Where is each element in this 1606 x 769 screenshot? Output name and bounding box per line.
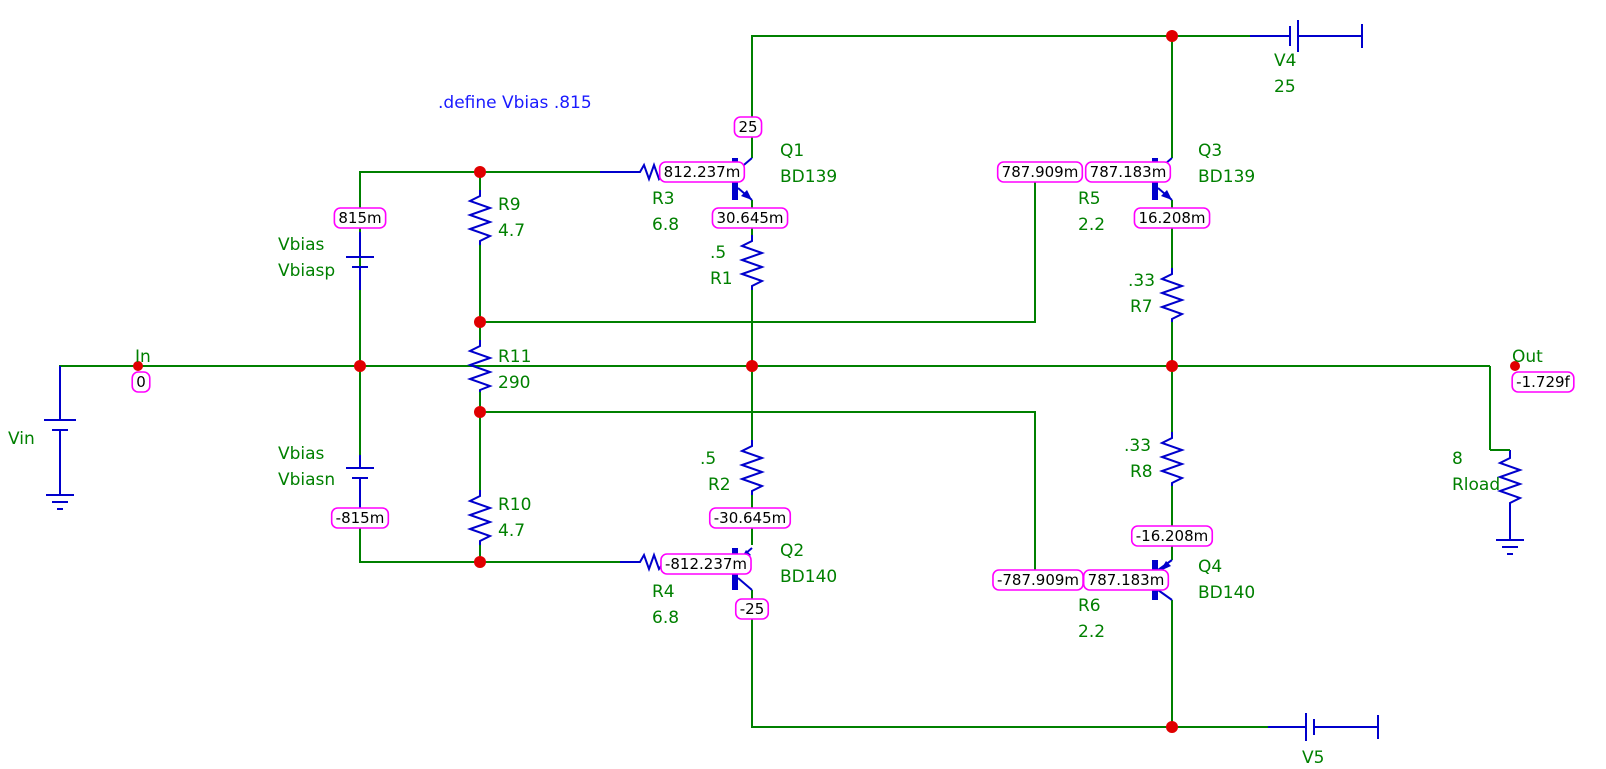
resistor-rload bbox=[1496, 450, 1524, 555]
svg-text:-815m: -815m bbox=[336, 509, 385, 527]
label-r5-value: 2.2 bbox=[1078, 215, 1105, 235]
source-vin bbox=[44, 366, 76, 510]
label-r3-value: 6.8 bbox=[652, 215, 679, 235]
svg-text:0: 0 bbox=[136, 373, 146, 391]
label-r4-ref: R4 bbox=[652, 582, 675, 602]
voltage-flag-q4-base-right: 787.183m bbox=[1082, 569, 1170, 591]
label-r5-ref: R5 bbox=[1078, 189, 1101, 209]
label-r4-value: 6.8 bbox=[652, 608, 679, 628]
voltage-flag-q4-base-left: -787.909m bbox=[992, 569, 1084, 591]
label-r2-value: .5 bbox=[700, 449, 716, 469]
source-vbiasp bbox=[346, 232, 374, 290]
voltage-flag-vbiasn: -815m bbox=[330, 507, 390, 529]
label-v5-ref: V5 bbox=[1302, 748, 1324, 768]
wires bbox=[59, 35, 1491, 728]
svg-text:812.237m: 812.237m bbox=[664, 163, 741, 181]
resistor-r8 bbox=[1158, 432, 1186, 486]
svg-text:-16.208m: -16.208m bbox=[1136, 527, 1209, 545]
voltage-flag-q2-emitter: -30.645m bbox=[708, 507, 792, 529]
label-r7-ref: R7 bbox=[1130, 297, 1153, 317]
voltage-flag-q1-emitter: 30.645m bbox=[711, 207, 789, 229]
spice-directive: .define Vbias .815 bbox=[438, 93, 592, 113]
label-q4-ref: Q4 bbox=[1198, 557, 1222, 577]
svg-text:787.183m: 787.183m bbox=[1088, 571, 1165, 589]
voltage-flags: 0 815m -815m 25 812.237m 30.645m -30.645… bbox=[131, 116, 1575, 620]
voltage-flag-q1-collector: 25 bbox=[733, 116, 763, 138]
label-r1-value: .5 bbox=[710, 243, 726, 263]
label-r10-ref: R10 bbox=[498, 495, 531, 515]
label-q1-ref: Q1 bbox=[780, 141, 804, 161]
wire-to-r6 bbox=[480, 411, 1036, 576]
label-rload-value: 8 bbox=[1452, 449, 1463, 469]
voltage-flag-q3-emitter: 16.208m bbox=[1133, 207, 1211, 229]
label-vbiasp-value: Vbias bbox=[278, 235, 325, 255]
label-r2-ref: R2 bbox=[708, 475, 731, 495]
label-vin: Vin bbox=[8, 429, 35, 449]
svg-text:-787.909m: -787.909m bbox=[997, 571, 1079, 589]
voltage-flag-q2-base: -812.237m bbox=[660, 553, 752, 575]
label-q3-ref: Q3 bbox=[1198, 141, 1222, 161]
label-r7-value: .33 bbox=[1128, 271, 1155, 291]
label-q2-model: BD140 bbox=[780, 567, 837, 587]
label-r6-ref: R6 bbox=[1078, 596, 1101, 616]
wire-q2-collector bbox=[751, 590, 1172, 728]
voltage-flag-q3-base-right: 787.183m bbox=[1084, 161, 1172, 183]
resistor-r3 bbox=[600, 162, 668, 182]
node-dots bbox=[133, 30, 1520, 733]
wire-vbias-bot bbox=[359, 485, 620, 563]
voltage-flag-out: -1.729f bbox=[1511, 371, 1575, 393]
voltage-flag-q3-base-left: 787.909m bbox=[996, 161, 1084, 183]
resistor-r1 bbox=[738, 235, 766, 290]
label-q1-model: BD139 bbox=[780, 167, 837, 187]
net-label-in: In bbox=[135, 347, 151, 367]
net-label-out: Out bbox=[1512, 347, 1543, 367]
source-v4 bbox=[1250, 20, 1363, 52]
wire-q1-collector bbox=[751, 35, 1172, 158]
wire-input bbox=[59, 365, 360, 418]
svg-text:787.909m: 787.909m bbox=[1002, 163, 1079, 181]
label-r8-value: .33 bbox=[1124, 436, 1151, 456]
voltage-flag-q1-base: 812.237m bbox=[658, 161, 746, 183]
resistor-r9 bbox=[466, 190, 494, 245]
svg-text:815m: 815m bbox=[338, 209, 381, 227]
label-vbiasn-value: Vbias bbox=[278, 444, 325, 464]
label-rload-ref: Rload bbox=[1452, 475, 1500, 495]
source-v5 bbox=[1268, 713, 1379, 741]
label-r10-value: 4.7 bbox=[498, 521, 525, 541]
svg-text:-1.729f: -1.729f bbox=[1516, 373, 1570, 391]
label-q2-ref: Q2 bbox=[780, 541, 804, 561]
source-vbiasn bbox=[346, 455, 374, 510]
label-r11-ref: R11 bbox=[498, 347, 531, 367]
label-vbiasn-ref: Vbiasn bbox=[278, 470, 335, 490]
resistor-r2 bbox=[738, 440, 766, 495]
label-r9-ref: R9 bbox=[498, 195, 521, 215]
label-r8-ref: R8 bbox=[1130, 462, 1153, 482]
voltage-flag-in: 0 bbox=[131, 371, 151, 393]
voltage-flag-q4-emitter: -16.208m bbox=[1130, 525, 1214, 547]
label-q4-model: BD140 bbox=[1198, 583, 1255, 603]
label-r9-value: 4.7 bbox=[498, 221, 525, 241]
label-r6-value: 2.2 bbox=[1078, 622, 1105, 642]
label-v4-ref: V4 bbox=[1274, 51, 1296, 71]
label-q3-model: BD139 bbox=[1198, 167, 1255, 187]
resistor-r11 bbox=[466, 340, 494, 392]
wire-to-r5 bbox=[480, 174, 1036, 323]
svg-text:25: 25 bbox=[738, 118, 757, 136]
label-r3-ref: R3 bbox=[652, 189, 675, 209]
svg-text:-25: -25 bbox=[740, 600, 765, 618]
svg-text:-30.645m: -30.645m bbox=[714, 509, 787, 527]
svg-text:-812.237m: -812.237m bbox=[665, 555, 747, 573]
voltage-flag-q2-collector: -25 bbox=[734, 598, 770, 620]
label-vbiasp-ref: Vbiasp bbox=[278, 261, 335, 281]
svg-text:16.208m: 16.208m bbox=[1138, 209, 1205, 227]
resistor-r10 bbox=[466, 490, 494, 545]
svg-text:787.183m: 787.183m bbox=[1090, 163, 1167, 181]
voltage-flag-vbiasp: 815m bbox=[333, 207, 387, 229]
svg-text:30.645m: 30.645m bbox=[716, 209, 783, 227]
label-r1-ref: R1 bbox=[710, 269, 733, 289]
label-v4-value: 25 bbox=[1274, 77, 1296, 97]
label-r11-value: 290 bbox=[498, 373, 530, 393]
resistor-r7 bbox=[1158, 268, 1186, 322]
